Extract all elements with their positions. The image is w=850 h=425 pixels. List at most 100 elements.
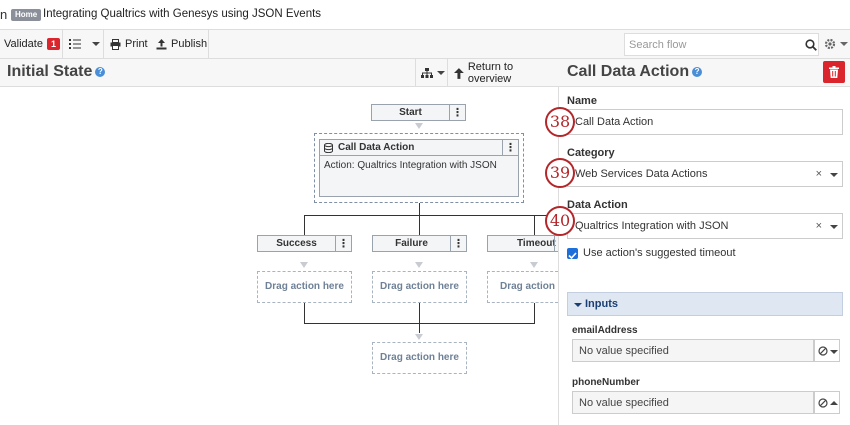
call-data-action-node[interactable]: Call Data Action ⋮ Action: Qualtrics Int…: [319, 139, 519, 197]
email-address-label: emailAddress: [572, 325, 638, 336]
chevron-down-icon: [574, 303, 582, 307]
annotation-marker: 38: [545, 107, 575, 137]
data-action-select[interactable]: Qualtrics Integration with JSON ×: [567, 213, 843, 239]
publish-button[interactable]: Publish: [156, 30, 207, 58]
data-action-label: Data Action: [567, 199, 628, 211]
arrow-down-icon: [530, 262, 538, 268]
drop-zone-next[interactable]: Drag action here: [372, 342, 467, 374]
node-title: Call Data Action: [338, 142, 415, 153]
phone-number-label: phoneNumber: [572, 377, 640, 388]
connector: [419, 215, 420, 235]
upload-icon: [156, 38, 167, 49]
phone-number-input[interactable]: No value specified: [572, 391, 814, 414]
chevron-down-icon[interactable]: [830, 173, 838, 177]
flow-title: Integrating Qualtrics with Genesys using…: [43, 8, 322, 20]
publish-label: Publish: [171, 38, 208, 50]
settings-button[interactable]: [824, 30, 848, 58]
value-type-dropdown[interactable]: [814, 391, 840, 414]
print-icon: [110, 38, 121, 50]
node-action-text: Action: Qualtrics Integration with JSON: [324, 160, 497, 171]
print-button[interactable]: Print: [110, 30, 148, 58]
clear-icon[interactable]: ×: [815, 220, 822, 232]
sitemap-icon: [421, 67, 433, 78]
drop-zone-success[interactable]: Drag action here: [257, 271, 352, 303]
timeout-branch[interactable]: Timeout: [487, 235, 558, 252]
divider: [62, 30, 63, 58]
arrow-down-icon: [415, 334, 423, 340]
list-view-button[interactable]: [69, 30, 81, 58]
chevron-down-icon[interactable]: [830, 225, 838, 229]
help-icon[interactable]: ?: [692, 66, 703, 77]
category-value: Web Services Data Actions: [575, 168, 708, 180]
email-address-value: No value specified: [579, 345, 669, 357]
connector: [304, 303, 305, 323]
list-dropdown-button[interactable]: [92, 30, 100, 58]
email-address-input[interactable]: No value specified: [572, 339, 814, 362]
chevron-down-icon: [437, 71, 445, 75]
kebab-menu-icon[interactable]: ⋮: [335, 236, 351, 251]
validate-button[interactable]: Validate 1: [4, 30, 60, 58]
annotation-marker: 39: [545, 158, 575, 188]
kebab-menu-icon[interactable]: ⋮: [449, 105, 465, 120]
search-box: [624, 33, 819, 56]
truncated-text: n: [0, 7, 8, 22]
hierarchy-button[interactable]: [421, 59, 445, 87]
connector: [304, 215, 305, 235]
suggested-timeout-label: Use action's suggested timeout: [583, 247, 736, 259]
kebab-menu-icon[interactable]: ⋮: [502, 140, 518, 156]
category-label: Category: [567, 147, 615, 159]
name-field[interactable]: Call Data Action: [567, 109, 843, 135]
arrow-up-icon: [454, 67, 464, 79]
arrow-down-icon: [415, 262, 423, 268]
inputs-section-header[interactable]: Inputs: [567, 292, 843, 316]
data-action-value: Qualtrics Integration with JSON: [575, 220, 729, 232]
no-value-icon: [818, 398, 828, 408]
canvas-header: Initial State? Return to overview: [0, 59, 558, 87]
value-type-dropdown[interactable]: [814, 339, 840, 362]
connector: [419, 323, 420, 333]
annotation-marker: 40: [545, 206, 575, 236]
panel-title-text: Call Data Action: [567, 63, 690, 80]
phone-number-value: No value specified: [579, 397, 669, 409]
success-branch[interactable]: Success ⋮: [257, 235, 352, 252]
drop-zone-timeout[interactable]: Drag action here: [487, 271, 558, 303]
panel-header: Call Data Action?: [558, 59, 850, 87]
start-node[interactable]: Start ⋮: [371, 104, 466, 121]
print-label: Print: [125, 38, 148, 50]
suggested-timeout-checkbox[interactable]: [567, 248, 578, 260]
gear-icon: [824, 38, 836, 50]
divider: [415, 59, 416, 87]
category-select[interactable]: Web Services Data Actions ×: [567, 161, 843, 187]
database-icon: [324, 143, 333, 153]
state-title: Initial State?: [7, 63, 106, 81]
search-input[interactable]: [625, 34, 795, 55]
failure-branch[interactable]: Failure ⋮: [372, 235, 467, 252]
help-icon[interactable]: ?: [95, 66, 106, 77]
divider: [103, 30, 104, 58]
name-value: Call Data Action: [575, 116, 654, 128]
check-icon: [568, 252, 577, 260]
delete-button[interactable]: [823, 61, 845, 83]
success-label: Success: [276, 238, 317, 249]
divider: [208, 30, 209, 58]
search-icon[interactable]: [805, 39, 817, 51]
timeout-label: Timeout: [517, 238, 556, 249]
return-to-overview-button[interactable]: Return to overview: [454, 59, 558, 87]
inputs-label: Inputs: [585, 298, 618, 310]
kebab-menu-edge: [554, 236, 559, 252]
selected-node-frame: [314, 133, 524, 203]
validate-label: Validate: [4, 38, 43, 50]
kebab-menu-icon[interactable]: ⋮: [450, 236, 466, 251]
validate-count-badge: 1: [46, 38, 60, 50]
name-label: Name: [567, 95, 597, 107]
drop-zone-failure[interactable]: Drag action here: [372, 271, 467, 303]
connector: [534, 303, 535, 323]
home-badge[interactable]: Home: [11, 9, 42, 21]
clear-icon[interactable]: ×: [815, 168, 822, 180]
connector: [419, 203, 420, 215]
trash-icon: [829, 66, 839, 78]
node-header: Call Data Action ⋮: [320, 140, 518, 156]
chevron-down-icon: [92, 42, 100, 46]
connector: [534, 215, 535, 235]
chevron-down-icon: [830, 350, 838, 354]
